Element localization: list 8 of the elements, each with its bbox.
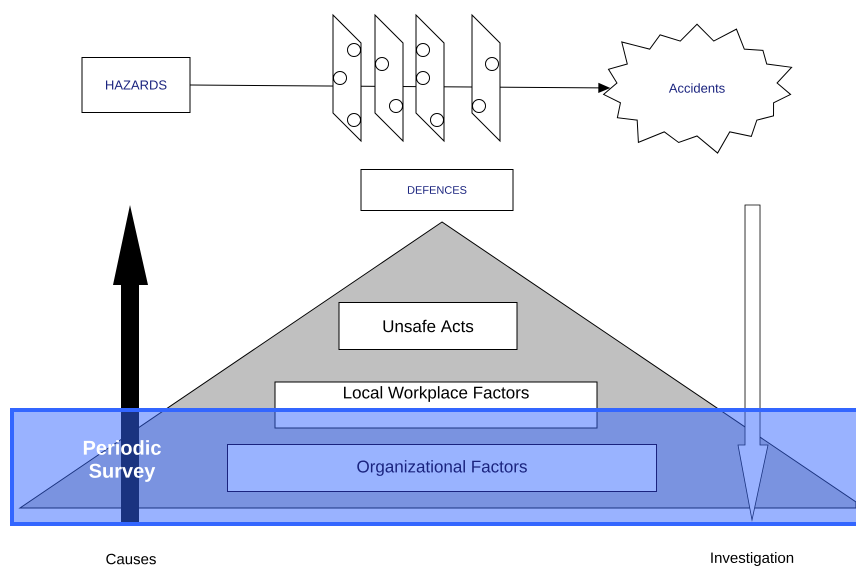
hazard-box: HAZARDS (82, 57, 190, 113)
caption-label: Causes (106, 554, 156, 564)
accident-burst: Accidents (602, 24, 793, 154)
defence-box: DEFENCES (360, 169, 514, 211)
factor-box: Organizational Factors (227, 444, 657, 492)
caption-label: Investigation (711, 552, 794, 566)
factor-box: Local Workplace Factors (274, 382, 598, 428)
factor-box: Unsafe Acts (338, 302, 518, 350)
